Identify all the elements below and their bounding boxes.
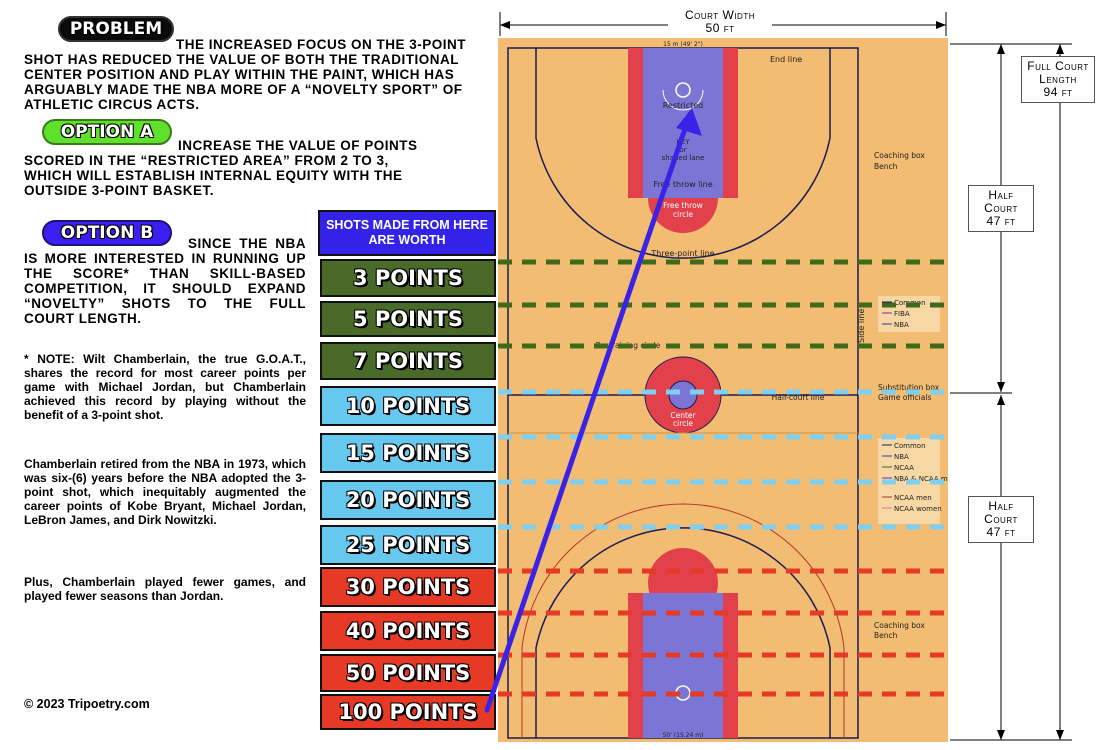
option-a-badge: OPTION A bbox=[42, 119, 172, 145]
option-b-badge: OPTION B bbox=[42, 220, 172, 246]
note-chamberlain: * NOTE: Wilt Chamberlain, the true G.O.A… bbox=[24, 352, 306, 422]
label-substitution-box: Substitution box bbox=[878, 383, 940, 392]
half-court-label-bottom: Half Court 47 ft bbox=[968, 496, 1034, 543]
label-shaded-lane: shaded lane bbox=[662, 154, 705, 162]
tier-100-points: 100 POINTS bbox=[320, 694, 496, 730]
basketball-court: End line Coaching box Bench Restricted K… bbox=[498, 38, 948, 742]
tier-50-points: 50 POINTS bbox=[320, 654, 496, 692]
half-court-value-top: 47 ft bbox=[986, 214, 1016, 228]
tier-25-points: 25 POINTS bbox=[320, 525, 496, 565]
legend-bottom-nba-ncaa-men: NBA & NCAA men bbox=[894, 475, 948, 483]
legend-bottom-ncaa-women: NCAA women bbox=[894, 505, 942, 513]
legend-bottom: Common NBA NCAA NBA & NCAA men NCAA men … bbox=[878, 438, 948, 524]
label-free-throw-line: Free throw line bbox=[653, 180, 712, 189]
court-width-value: 50 ft bbox=[705, 21, 735, 35]
tier-5-points: 5 POINTS bbox=[320, 301, 496, 337]
full-court-value: 94 ft bbox=[1043, 85, 1073, 99]
legend-bottom-common: Common bbox=[894, 442, 926, 450]
legend-top-fiba: FIBA bbox=[894, 310, 910, 318]
court-width-title: Court Width bbox=[684, 8, 755, 22]
full-court-title: Full Court Length bbox=[1027, 59, 1089, 86]
half-court-value-bottom: 47 ft bbox=[986, 525, 1016, 539]
note-fewer-games: Plus, Chamberlain played fewer games, an… bbox=[24, 575, 306, 603]
tier-20-points: 20 POINTS bbox=[320, 480, 496, 520]
label-three-point-line: Three-point line bbox=[650, 249, 714, 258]
tier-30-points: 30 POINTS bbox=[320, 567, 496, 607]
half-court-title-top: Half Court bbox=[984, 188, 1018, 215]
label-restricted: Restricted bbox=[663, 101, 703, 110]
tier-40-points: 40 POINTS bbox=[320, 611, 496, 651]
label-bench-bottom: Bench bbox=[874, 631, 898, 640]
label-bench-top: Bench bbox=[874, 162, 898, 171]
legend-top: Common FIBA NBA bbox=[878, 296, 940, 332]
full-court-label: Full Court Length 94 ft bbox=[1021, 56, 1095, 103]
half-court-title-bottom: Half Court bbox=[984, 499, 1018, 526]
tier-3-points: 3 POINTS bbox=[320, 259, 496, 297]
bottom-key-blue bbox=[643, 593, 723, 738]
option-b-text: SINCE THE NBA IS MORE INTERESTED IN RUNN… bbox=[24, 236, 306, 326]
tier-10-points: 10 POINTS bbox=[320, 386, 496, 426]
legend-bottom-ncaa: NCAA bbox=[894, 464, 914, 472]
label-coaching-box-bottom: Coaching box bbox=[874, 621, 925, 630]
court-width-label: Court Width 50 ft bbox=[668, 9, 772, 35]
center-inner-circle bbox=[668, 380, 698, 410]
label-restraining-circle: Restraining circle bbox=[596, 341, 661, 350]
label-top-width: 15 m (49' 2") bbox=[663, 41, 703, 48]
label-side-line: Side line bbox=[857, 309, 866, 343]
label-free-throw-circle: Free throw bbox=[663, 201, 703, 210]
legend-top-common: Common bbox=[894, 299, 926, 307]
copyright: © 2023 Tripoetry.com bbox=[24, 697, 150, 711]
tier-15-points: 15 POINTS bbox=[320, 433, 496, 473]
shots-header: SHOTS MADE FROM HERE ARE WORTH bbox=[318, 210, 496, 256]
label-key: KEY bbox=[676, 138, 690, 146]
half-court-label-top: Half Court 47 ft bbox=[968, 185, 1034, 232]
note-retirement: Chamberlain retired from the NBA in 1973… bbox=[24, 457, 306, 527]
label-or: or bbox=[679, 146, 686, 154]
label-bottom-width: 50' (15.24 m) bbox=[663, 732, 704, 739]
label-circle: circle bbox=[673, 419, 693, 428]
problem-badge: PROBLEM bbox=[58, 16, 174, 42]
label-free-throw-circle-2: circle bbox=[673, 210, 693, 219]
top-basket bbox=[675, 82, 691, 98]
label-coaching-box-top: Coaching box bbox=[874, 151, 925, 160]
label-end-line: End line bbox=[770, 55, 802, 64]
label-half-court-line: Half-court line bbox=[772, 393, 825, 402]
legend-top-nba: NBA bbox=[894, 321, 909, 329]
label-game-officials: Game officials bbox=[878, 393, 931, 402]
legend-bottom-ncaa-men: NCAA men bbox=[894, 494, 932, 502]
option-a-text: INCREASE THE VALUE OF POINTS SCORED IN T… bbox=[24, 138, 418, 198]
legend-bottom-nba: NBA bbox=[894, 453, 909, 461]
problem-text: THE INCREASED FOCUS ON THE 3-POINT SHOT … bbox=[24, 37, 467, 112]
tier-7-points: 7 POINTS bbox=[320, 342, 496, 380]
